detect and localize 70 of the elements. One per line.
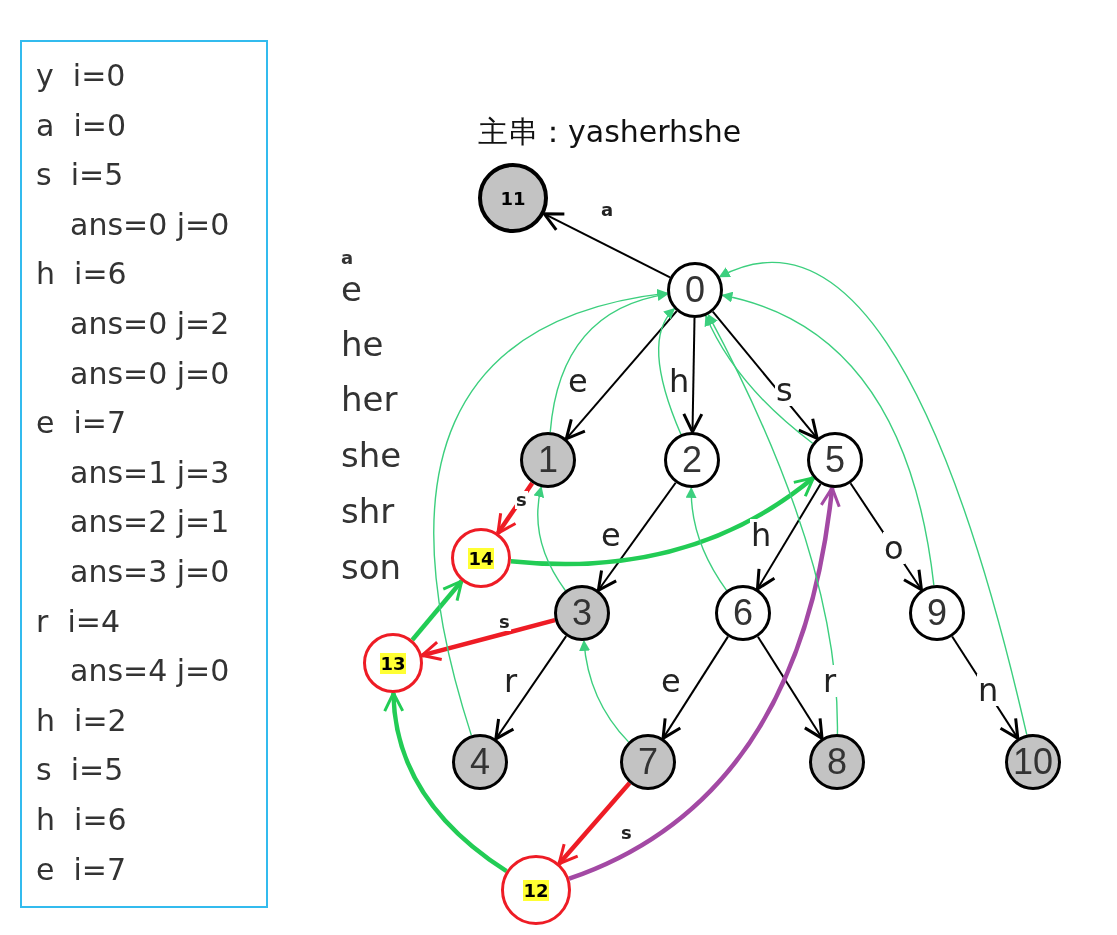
trace-line: ans=0 j=0 bbox=[70, 354, 230, 393]
trace-line: r i=4 bbox=[36, 602, 120, 641]
arrow bbox=[433, 289, 669, 737]
arrow bbox=[721, 292, 935, 586]
state-circle: 6 bbox=[715, 585, 771, 641]
trace-line: ans=0 j=0 bbox=[70, 205, 230, 244]
state-circle: 3 bbox=[554, 585, 610, 641]
trace-line: s i=5 bbox=[36, 156, 124, 195]
pattern-word: son bbox=[341, 550, 402, 584]
state-circle: 2 bbox=[664, 432, 720, 488]
new-state-circle: 13 bbox=[363, 633, 423, 693]
state-circle: 11 bbox=[478, 163, 548, 233]
state-circle: 4 bbox=[452, 734, 508, 790]
state-circle: 1 bbox=[520, 432, 576, 488]
new-state-circle: 14 bbox=[451, 528, 511, 588]
trace-line: ans=2 j=1 bbox=[70, 503, 230, 542]
state-circle: 10 bbox=[1005, 734, 1061, 790]
pattern-word: a bbox=[341, 249, 354, 267]
trace-line: h i=2 bbox=[36, 701, 127, 740]
state-circle: 0 bbox=[667, 262, 723, 318]
arrow bbox=[579, 639, 630, 743]
arrow bbox=[542, 212, 671, 279]
arrow bbox=[564, 310, 678, 441]
arrow bbox=[410, 579, 464, 642]
new-state-circle: 12 bbox=[501, 855, 571, 925]
pattern-word: e bbox=[341, 272, 362, 306]
edge-label: r bbox=[822, 665, 838, 697]
arrow bbox=[704, 314, 814, 444]
arrow bbox=[756, 635, 824, 740]
arrow bbox=[496, 481, 535, 535]
edge-label: s bbox=[515, 491, 528, 509]
trace-line: h i=6 bbox=[36, 255, 127, 294]
arrow bbox=[533, 486, 567, 592]
trace-line: ans=1 j=3 bbox=[70, 453, 230, 492]
trace-line: ans=3 j=0 bbox=[70, 553, 230, 591]
arrow bbox=[755, 483, 822, 591]
trace-line: h i=6 bbox=[36, 801, 127, 839]
trace-line: ans=0 j=2 bbox=[70, 305, 230, 343]
arrow bbox=[685, 486, 728, 592]
trace-line: a i=0 bbox=[36, 106, 126, 145]
edge-label: o bbox=[883, 532, 905, 564]
arrow bbox=[494, 635, 568, 741]
pattern-word: he bbox=[341, 327, 384, 361]
arrow bbox=[658, 308, 682, 435]
pattern-word: shr bbox=[341, 494, 395, 528]
arrow bbox=[510, 476, 815, 567]
state-circle: 5 bbox=[807, 432, 863, 488]
arrow bbox=[557, 781, 632, 866]
arrow bbox=[661, 635, 729, 740]
title: 主串：yasherhshe bbox=[478, 117, 742, 147]
pattern-word: she bbox=[341, 438, 402, 472]
arrow bbox=[596, 481, 677, 592]
trace-line: e i=7 bbox=[36, 404, 127, 443]
trace-line: e i=7 bbox=[36, 850, 127, 889]
pattern-word: her bbox=[341, 382, 398, 416]
arrow bbox=[568, 486, 841, 881]
trace-panel bbox=[20, 40, 268, 908]
edge-label: n bbox=[977, 674, 1000, 706]
state-circle: 9 bbox=[909, 585, 965, 641]
state-circle: 8 bbox=[809, 734, 865, 790]
state-circle: 7 bbox=[620, 734, 676, 790]
trace-line: ans=4 j=0 bbox=[70, 652, 230, 691]
arrow bbox=[682, 317, 704, 434]
arrow bbox=[420, 618, 556, 661]
arrow bbox=[707, 313, 839, 735]
arrow bbox=[718, 261, 1028, 736]
arrow bbox=[711, 310, 819, 440]
arrow bbox=[384, 691, 508, 874]
trace-line: s i=5 bbox=[36, 751, 124, 790]
trace-line: y i=0 bbox=[36, 57, 126, 95]
